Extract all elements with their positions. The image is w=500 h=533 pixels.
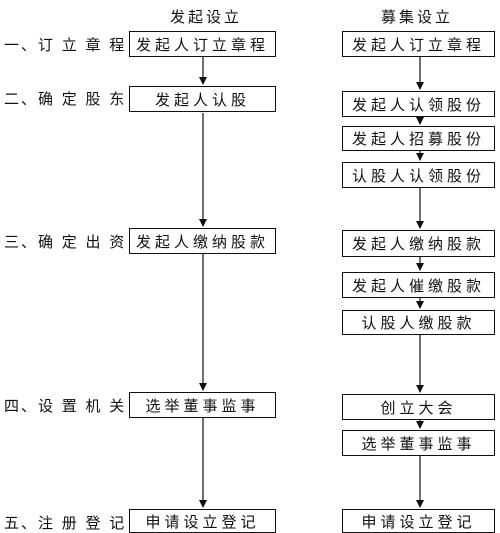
right-box-promoter-charter: 发起人订立章程: [342, 31, 495, 57]
left-box-apply-registration: 申请设立登记: [129, 509, 276, 533]
stage-label-shareholders: 二、确 定 股 东: [4, 90, 127, 108]
right-box-promoter-call-payment: 发起人催缴股款: [342, 272, 495, 298]
stage-label-organs: 四、设 置 机 关: [4, 397, 127, 415]
right-box-promoter-claim-shares: 发起人认领股份: [342, 91, 495, 117]
stage-label-charter: 一、订 立 章 程: [4, 36, 127, 54]
left-box-promoter-pay: 发起人缴纳股款: [129, 228, 276, 254]
left-box-elect-directors: 选举董事监事: [129, 392, 276, 418]
right-box-subscriber-claim-shares: 认股人认领股份: [342, 162, 495, 188]
right-box-promoter-recruit-shares: 发起人招募股份: [342, 126, 495, 151]
stage-label-capital: 三、确 定 出 资: [4, 233, 127, 251]
stage-label-registration: 五、注 册 登 记: [4, 514, 127, 532]
left-column-title: 发起设立: [170, 8, 243, 26]
right-box-subscriber-pay: 认股人缴股款: [342, 310, 495, 335]
right-box-founding-meeting: 创立大会: [342, 394, 495, 420]
left-box-promoter-subscribe: 发起人认股: [129, 86, 276, 112]
right-box-promoter-pay: 发起人缴纳股款: [342, 230, 495, 257]
right-box-apply-registration: 申请设立登记: [342, 509, 495, 533]
right-box-elect-directors: 选举董事监事: [342, 430, 495, 456]
right-column-title: 募集设立: [381, 8, 454, 26]
left-box-promoter-charter: 发起人订立章程: [129, 31, 276, 57]
